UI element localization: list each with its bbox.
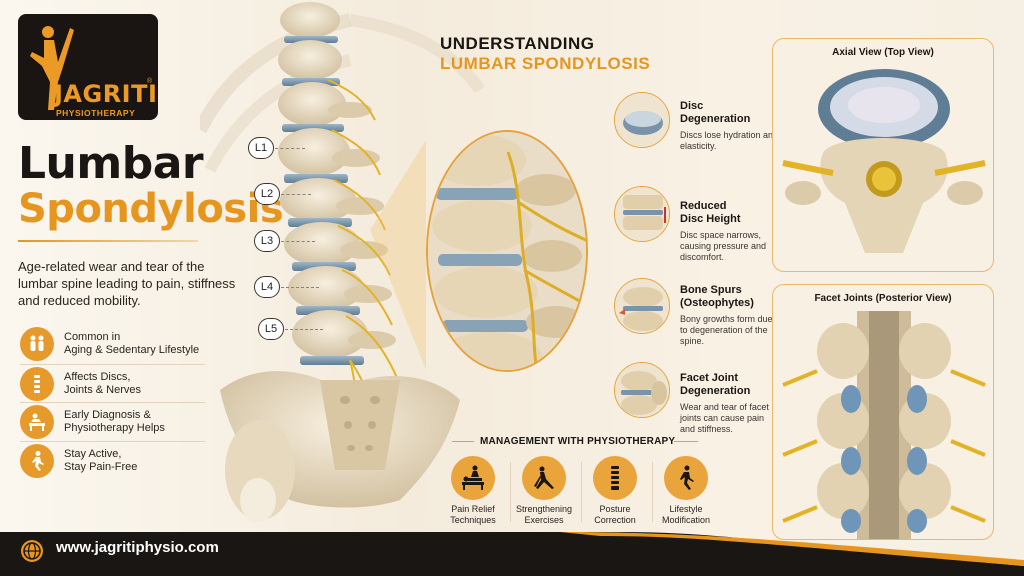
bone-spur-thumbnail [614,278,670,334]
condition-title: Disc [680,100,704,112]
brand-subtitle: PHYSIOTHERAPY [56,108,136,118]
condition-description: Disc space narrows, causing pressure and… [680,230,767,262]
management-separator [510,462,511,522]
feature-discs: Affects Discs,Joints & Nerves [20,366,220,402]
feature-line2: Stay Pain-Free [64,461,138,473]
feature-line1: Common in [64,331,121,343]
axial-view-panel: Axial View (Top View) [772,38,994,272]
management-label: Posture [599,504,631,514]
brand-logo: JAGRITI ® PHYSIOTHERAPY [18,14,158,120]
feature-line1: Stay Active, [64,448,122,460]
condition-title: Reduced [680,200,727,212]
axial-view-illustration [782,69,986,253]
feature-line1: Early Diagnosis & [64,409,151,421]
management-label: Exercises [524,515,564,525]
facet-thumbnail [614,362,670,418]
condition-description: Bony growths form due to degeneration of… [680,314,773,346]
management-title: MANAGEMENT WITH PHYSIOTHERAPY [480,436,676,447]
footer-bar [0,532,1024,576]
registered-mark: ® [146,78,152,85]
facet-joints-panel: Facet Joints (Posterior View) [772,284,994,540]
condition-title: Degeneration [680,113,751,125]
condition-title: Facet Joint [680,372,739,384]
condition-title: Disc Height [680,213,741,225]
feature-divider [20,441,205,442]
label-leader [281,287,319,288]
yoga-figure-icon [30,26,74,110]
feature-line1: Affects Discs, [64,371,131,383]
management-label: Strengthening [515,504,573,514]
feature-line2: Aging & Sedentary Lifestyle [64,344,200,356]
label-leader [275,148,305,149]
stretching-icon [522,456,566,500]
disc-height-thumbnail [614,186,670,242]
feature-diagnosis: Early Diagnosis &Physiotherapy Helps [20,404,220,440]
label-leader [281,241,315,242]
feature-line2: Joints & Nerves [64,384,142,396]
condition-title: Degeneration [680,385,751,397]
spine-posture-icon [593,456,637,500]
vertebra-label-l4: L4 [254,276,280,298]
elderly-couple-icon [20,327,54,361]
page-title-line1: Lumbar [18,138,204,189]
vertebra-label-l3: L3 [254,230,280,252]
management-label: Pain Relief [451,504,495,514]
feature-active: Stay Active,Stay Pain-Free [20,443,220,479]
disc-thumbnail [614,92,670,148]
zoomed-vertebrae [426,130,588,372]
feature-divider [20,402,205,403]
management-label: Correction [594,515,636,525]
condition-title: Bone Spurs [680,284,742,296]
axial-view-title: Axial View (Top View) [832,47,934,58]
globe-icon [21,540,43,562]
walking-person-icon [20,444,54,478]
label-leader [285,329,323,330]
feature-divider [20,364,205,365]
label-leader [281,194,311,195]
mgmt-rule-right [674,441,698,442]
management-label: Lifestyle [669,504,703,514]
facet-view-title: Facet Joints (Posterior View) [814,293,952,304]
spine-illustration [200,2,485,522]
spine-icon [20,367,54,401]
tagline: Age-related wear and tear of the lumbar … [18,259,236,308]
condition-description: Discs lose hydration and elasticity. [680,130,779,151]
management-label: Techniques [450,515,496,525]
management-label: Modification [661,515,711,525]
massage-icon [451,456,495,500]
physiotherapy-table-icon [20,405,54,439]
facet-joints-illustration [782,311,986,539]
section-heading-line2: LUMBAR SPONDYLOSIS [440,54,651,73]
feature-line2: Physiotherapy Helps [64,422,165,434]
page-title-line2: Spondylosis [18,186,284,232]
mgmt-rule-left [452,441,474,442]
website-link[interactable]: www.jagritiphysio.com [56,539,219,556]
condition-bone-spurs: Bone Spurs(Osteophytes) Bony growths for… [614,276,774,356]
management-separator [581,462,582,522]
condition-title: (Osteophytes) [680,297,754,309]
walking-icon [664,456,708,500]
management-separator [652,462,653,522]
vertebra-label-l2: L2 [254,183,280,205]
condition-description: Wear and tear of facet joints can cause … [680,402,769,434]
vertebra-label-l5: L5 [258,318,284,340]
section-heading-line1: UNDERSTANDING [440,34,595,53]
title-divider [18,240,198,242]
vertebra-label-l1: L1 [248,137,274,159]
brand-name: JAGRITI [54,80,158,108]
